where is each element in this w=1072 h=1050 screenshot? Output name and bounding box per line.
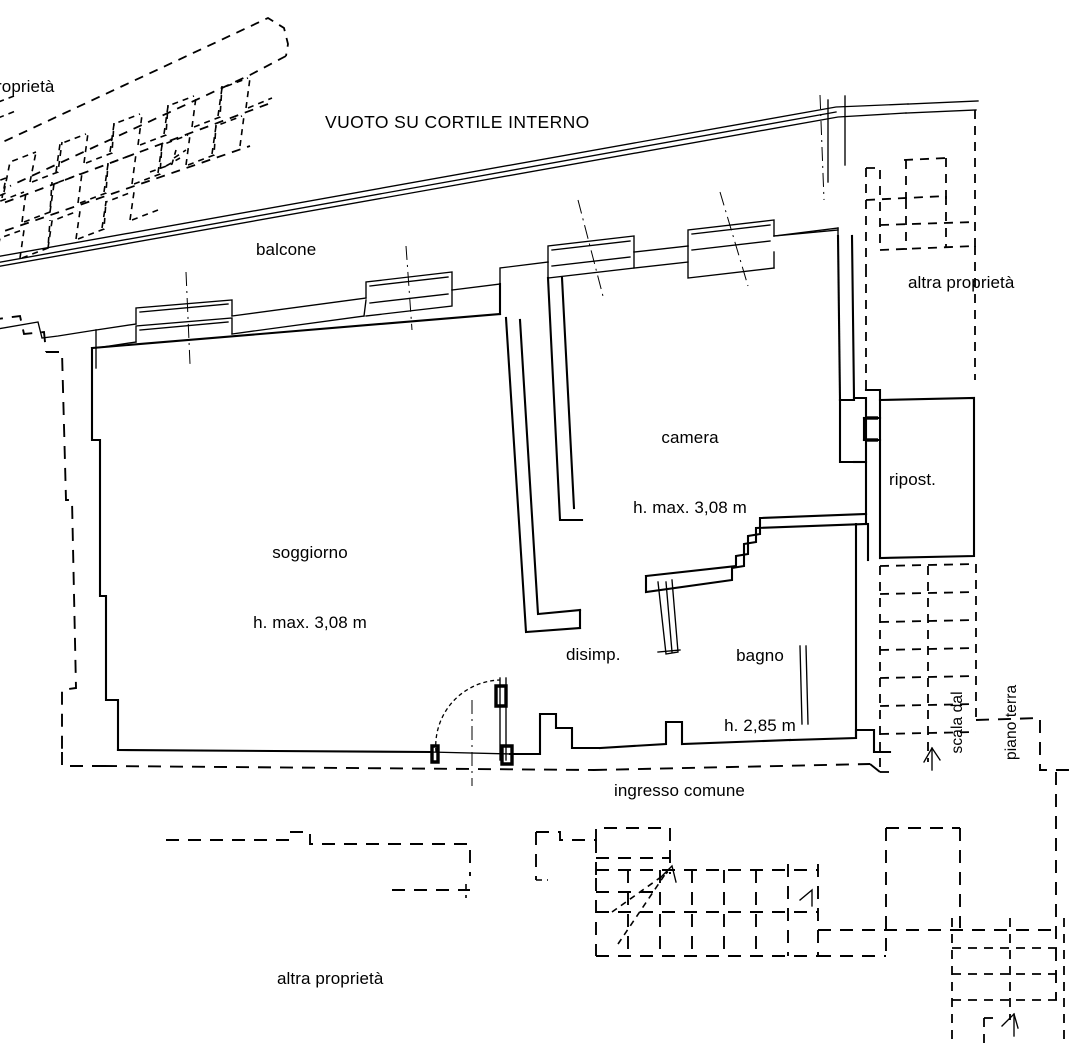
apartment-perimeter bbox=[90, 234, 892, 756]
bottom-right-stair-block bbox=[951, 918, 1065, 1048]
lower-property-boundary bbox=[0, 314, 1072, 773]
room-label-camera: camera h. max. 3,08 m bbox=[633, 379, 747, 567]
courtyard-label: VUOTO SU CORTILE INTERNO bbox=[325, 112, 590, 132]
bottom-center-stair-block bbox=[535, 772, 1057, 1000]
room-label-disimpegno: disimp. bbox=[566, 645, 621, 664]
top-left-stair-block bbox=[0, 16, 289, 259]
top-right-boundary bbox=[819, 94, 976, 390]
ground-floor-staircase bbox=[879, 563, 977, 773]
bottom-left-other-property bbox=[166, 831, 471, 898]
room-name-soggiorno: soggiorno bbox=[272, 542, 348, 562]
bathroom-walls bbox=[644, 512, 870, 740]
other-property-bottom-label: altra proprietà bbox=[277, 969, 384, 988]
entrance-door bbox=[429, 677, 514, 786]
stair-from-ground-line1: scala dal bbox=[948, 691, 966, 754]
common-entrance-label: ingresso comune bbox=[614, 781, 745, 800]
facade-with-windows bbox=[0, 191, 839, 369]
balcony-label: balcone bbox=[256, 240, 317, 259]
other-property-top-left-label: roprietà bbox=[0, 77, 55, 96]
stair-from-ground-line2: piano terra bbox=[1003, 684, 1021, 760]
other-property-right-label: altra proprietà bbox=[908, 273, 1015, 292]
room-label-bagno: bagno h. 2,85 m bbox=[724, 597, 796, 785]
room-height-camera: h. max. 3,08 m bbox=[633, 498, 747, 518]
stair-from-ground-label: scala dal piano terra bbox=[912, 685, 1058, 760]
room-label-soggiorno: soggiorno h. max. 3,08 m bbox=[253, 494, 367, 682]
room-height-soggiorno: h. max. 3,08 m bbox=[253, 613, 367, 633]
room-label-ripostiglio: ripost. bbox=[889, 470, 936, 489]
balcony-outline bbox=[0, 100, 979, 267]
room-height-bagno: h. 2,85 m bbox=[724, 716, 796, 736]
room-name-bagno: bagno bbox=[736, 645, 784, 665]
ripostiglio-walls bbox=[838, 388, 976, 560]
room-name-camera: camera bbox=[661, 427, 719, 447]
